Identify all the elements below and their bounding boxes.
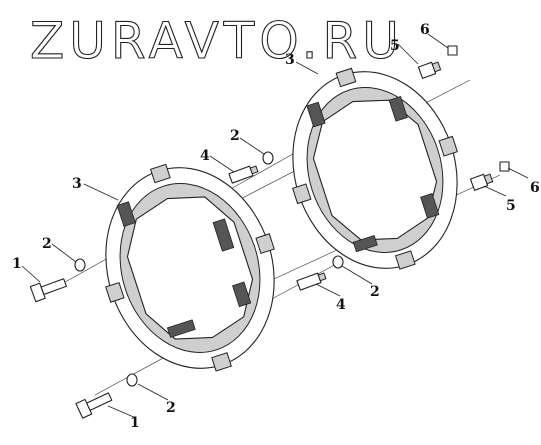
- washer-lower-right: [332, 255, 344, 269]
- nipple-upper: [417, 61, 442, 79]
- bolt-lower: [75, 392, 113, 419]
- washer-upper-middle: [262, 151, 274, 165]
- callout-5-upper: 5: [390, 38, 400, 54]
- leader-lines: [21, 33, 529, 419]
- nipple-lower: [469, 173, 494, 191]
- front-ring: [105, 163, 275, 372]
- callout-3-front-ring: 3: [72, 176, 82, 192]
- watermark: ZURAVTO.RU: [30, 12, 404, 70]
- rear-ring-label-plate: [306, 101, 326, 128]
- callout-2-upper-left: 2: [42, 236, 52, 252]
- washer-lower-left: [126, 373, 138, 387]
- callout-4-lower: 4: [336, 297, 346, 313]
- callout-4-upper: 4: [200, 148, 210, 164]
- callout-3-rear-ring: 3: [285, 52, 295, 68]
- callouts: 1 1 2 2 2 2 3 3 4 4 5 5 6 6: [12, 22, 540, 431]
- callout-6-lower: 6: [530, 180, 540, 196]
- cap-upper: [447, 45, 458, 56]
- callout-2-lower-right: 2: [370, 284, 380, 300]
- front-ring-label-plate: [116, 201, 136, 227]
- cap-lower: [499, 161, 510, 172]
- callout-5-lower: 5: [506, 198, 516, 214]
- washer-upper-left: [74, 258, 86, 272]
- bolt-upper: [29, 278, 67, 303]
- rear-ring: [292, 67, 458, 270]
- callout-1-upper: 1: [12, 256, 22, 272]
- stud-upper: [228, 165, 259, 184]
- callout-1-lower: 1: [130, 415, 140, 431]
- callout-6-upper: 6: [420, 22, 430, 38]
- stud-lower: [296, 272, 327, 291]
- callout-2-lower-left: 2: [166, 400, 176, 416]
- callout-2-upper-middle: 2: [230, 128, 240, 144]
